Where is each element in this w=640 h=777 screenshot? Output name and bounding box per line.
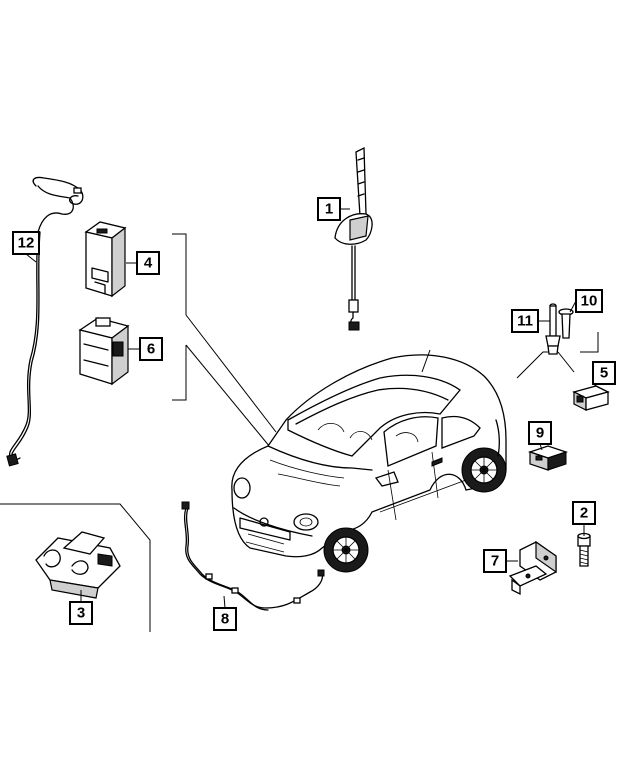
svg-text:9: 9 xyxy=(536,425,544,442)
bolt-part-2 xyxy=(577,532,591,567)
car-illustration xyxy=(231,349,507,573)
callout-4: 4 xyxy=(136,251,160,275)
svg-text:3: 3 xyxy=(77,605,85,622)
module-part-4 xyxy=(84,221,127,298)
callout-3: 3 xyxy=(69,601,93,625)
module-part-9 xyxy=(527,445,569,471)
svg-text:4: 4 xyxy=(144,255,153,272)
callout-leaders xyxy=(25,208,601,609)
wiring-harness-part-12 xyxy=(6,176,84,467)
callout-6: 6 xyxy=(139,337,163,361)
fastener-part-11 xyxy=(545,303,561,355)
svg-text:7: 7 xyxy=(491,553,499,570)
callout-2: 2 xyxy=(572,501,596,525)
svg-text:12: 12 xyxy=(18,235,35,252)
antenna-part-1 xyxy=(334,146,373,331)
bracket-part-7 xyxy=(508,540,557,596)
section-dividers xyxy=(0,233,599,632)
module-part-6 xyxy=(78,317,130,386)
svg-text:6: 6 xyxy=(147,341,155,358)
svg-text:2: 2 xyxy=(580,505,588,522)
callout-5: 5 xyxy=(592,361,616,385)
callout-8: 8 xyxy=(213,607,237,631)
fastener-part-10 xyxy=(558,308,574,339)
harness-part-8 xyxy=(181,501,325,611)
callout-12: 12 xyxy=(12,231,40,255)
callout-11: 11 xyxy=(511,309,539,333)
callout-1: 1 xyxy=(317,197,341,221)
sensor-part-5 xyxy=(572,385,610,411)
svg-text:1: 1 xyxy=(325,201,333,218)
bracket-part-3 xyxy=(35,531,121,599)
svg-text:8: 8 xyxy=(221,611,229,628)
callout-7: 7 xyxy=(483,549,507,573)
svg-text:5: 5 xyxy=(600,365,608,382)
callout-9: 9 xyxy=(528,421,552,445)
svg-text:10: 10 xyxy=(581,293,598,310)
svg-text:11: 11 xyxy=(517,313,533,330)
callout-10: 10 xyxy=(575,289,603,313)
